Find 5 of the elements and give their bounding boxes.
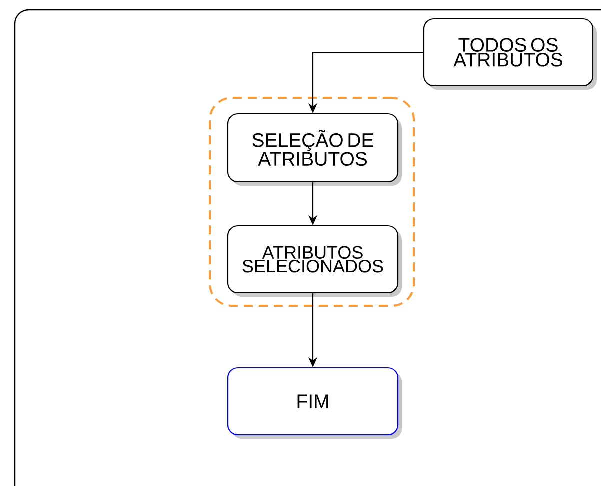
dashed-group-outline [209,97,415,307]
process-box: TODOS OS ATRIBUTOS [423,18,597,90]
process-box: ATRIBUTOS SELECIONADOS [227,225,402,297]
process-box: FIM [227,367,402,439]
process-box: SELEÇÃO DE ATRIBUTOS [227,113,402,186]
